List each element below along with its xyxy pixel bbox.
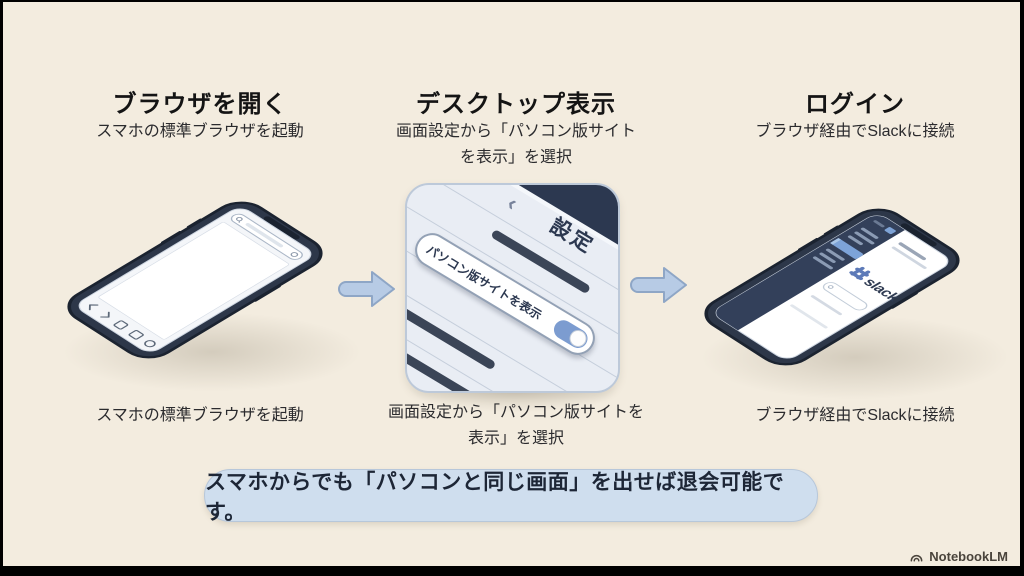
page-text-bar	[790, 304, 828, 329]
sidebar-bar	[873, 220, 885, 228]
brand-name: NotebookLM	[929, 549, 1008, 564]
step1-subtitle-line: スマホの標準ブラウザを起動	[96, 123, 304, 140]
notch	[263, 216, 300, 240]
step1-title: ブラウザを開く	[112, 91, 288, 118]
phone-slack-svg: slack	[704, 208, 960, 366]
sidebar-bar	[812, 256, 833, 270]
back-chevron-icon	[88, 304, 99, 311]
search-icon	[827, 285, 834, 289]
page-heading-bar	[898, 242, 927, 261]
sidebar-active-item	[831, 238, 863, 259]
phone-browser-illustration	[54, 193, 336, 366]
search-icon	[235, 216, 243, 222]
back-chevron-icon: ‹	[503, 190, 523, 216]
notebooklm-logo-icon	[910, 554, 923, 562]
url-placeholder-bar	[245, 223, 284, 248]
sidebar-bar	[860, 227, 879, 239]
step3-subtitle: ブラウザ経由でSlackに接続	[705, 119, 1005, 145]
slack-sidebar	[716, 215, 905, 331]
workspace-icon	[884, 227, 896, 235]
step3-caption: ブラウザ経由でSlackに接続	[705, 403, 1005, 429]
page-text-bar	[810, 295, 842, 316]
reload-icon	[144, 340, 156, 348]
tabs-icon	[290, 252, 299, 257]
step2-caption-line2: 表示」を選択	[467, 430, 564, 447]
toggle-knob	[566, 326, 590, 350]
summary-banner: スマホからでも「パソコンと同じ画面」を出せば退会可能です。	[204, 469, 818, 524]
phone-slack-illustration: slack	[691, 200, 973, 373]
step2-subtitle: 画面設定から「パソコン版サイト を表示」を選択	[366, 119, 666, 171]
phone-browser-svg	[67, 201, 323, 359]
step1-caption: スマホの標準ブラウザを起動	[50, 403, 350, 429]
step2-subtitle-line1: 画面設定から「パソコン版サイト	[395, 123, 636, 140]
arrow-right-icon	[338, 271, 395, 307]
summary-banner-text: スマホからでも「パソコンと同じ画面」を出せば退会可能です。	[205, 470, 785, 524]
sidebar-active-accent	[830, 237, 841, 245]
page-text-bar	[891, 246, 927, 269]
sidebar-bar	[825, 248, 845, 261]
step2-caption-line1: 画面設定から「パソコン版サイトを	[387, 404, 644, 421]
signin-field	[822, 282, 868, 311]
blank-page	[98, 222, 289, 340]
step3-caption-line: ブラウザ経由でSlackに接続	[755, 407, 955, 424]
arrow-right-icon	[630, 267, 687, 303]
step3-title: ログイン	[805, 91, 905, 118]
forward-chevron-icon	[100, 311, 110, 318]
settings-card: ‹ 設定 › › › パソコン版サイトを表示	[405, 183, 620, 393]
sidebar-bar	[854, 231, 875, 245]
notch	[900, 223, 937, 247]
search-icon-handle	[238, 221, 240, 223]
step2-subtitle-line2: を表示」を選択	[459, 149, 572, 166]
step2-title: デスクトップ表示	[416, 91, 616, 118]
step2-caption: 画面設定から「パソコン版サイトを 表示」を選択	[366, 400, 666, 452]
slack-logo-icon	[849, 266, 871, 281]
sidebar-bar	[819, 252, 836, 263]
step3-subtitle-line: ブラウザ経由でSlackに接続	[755, 123, 955, 140]
bookmarks-icon	[128, 330, 144, 340]
step1-caption-line: スマホの標準ブラウザを起動	[96, 407, 304, 424]
share-icon	[113, 320, 129, 330]
brand-footer: NotebookLM	[909, 549, 1008, 564]
step1-subtitle: スマホの標準ブラウザを起動	[50, 119, 350, 145]
sidebar-bar	[847, 235, 863, 246]
